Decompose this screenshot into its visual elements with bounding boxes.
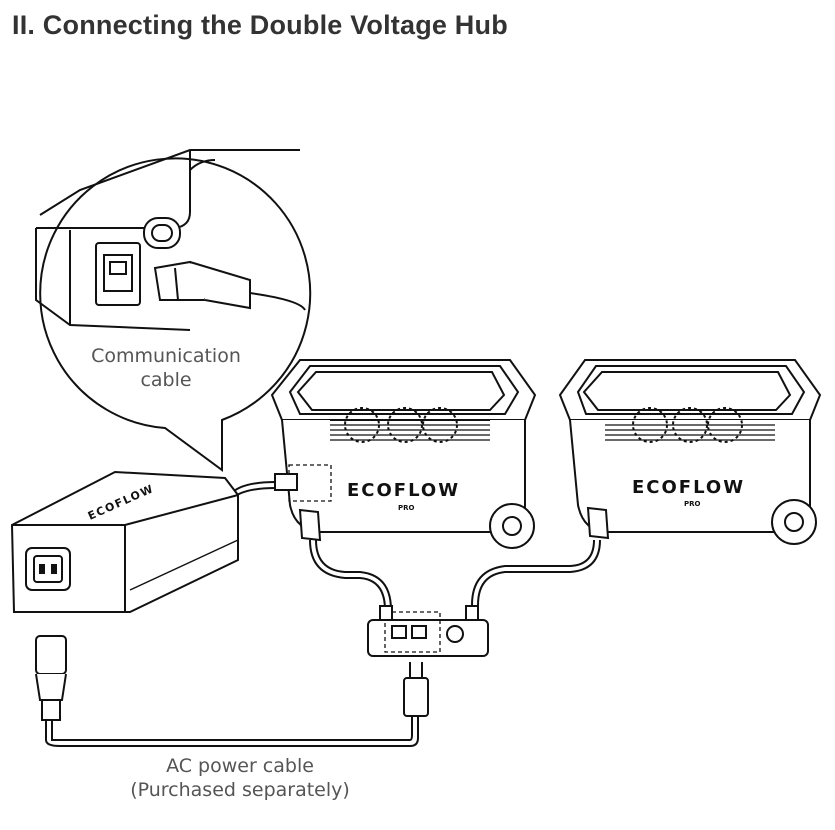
communication-port-zoom — [35, 149, 312, 472]
right-unit-badge: PRO — [684, 500, 701, 508]
double-voltage-hub — [10, 470, 239, 613]
left-power-station — [270, 359, 537, 549]
ac-caption-line2: (Purchased separately) — [130, 779, 350, 801]
right-unit-brand: ECOFLOW — [632, 477, 745, 498]
page-title: II. Connecting the Double Voltage Hub — [12, 10, 508, 40]
communication-cable-caption: Communication cable — [80, 344, 252, 392]
left-unit-brand: ECOFLOW — [347, 480, 460, 501]
communication-caption-line1: Communication — [91, 345, 241, 367]
communication-caption-line2: cable — [140, 369, 192, 391]
ac-plug-icon — [35, 635, 429, 721]
left-unit-badge: PRO — [398, 504, 415, 512]
ac-power-cable-caption: AC power cable (Purchased separately) — [110, 754, 370, 802]
combiner-box — [367, 605, 489, 657]
ac-caption-line1: AC power cable — [166, 755, 314, 777]
cables — [45, 481, 601, 747]
right-power-station — [558, 359, 822, 545]
